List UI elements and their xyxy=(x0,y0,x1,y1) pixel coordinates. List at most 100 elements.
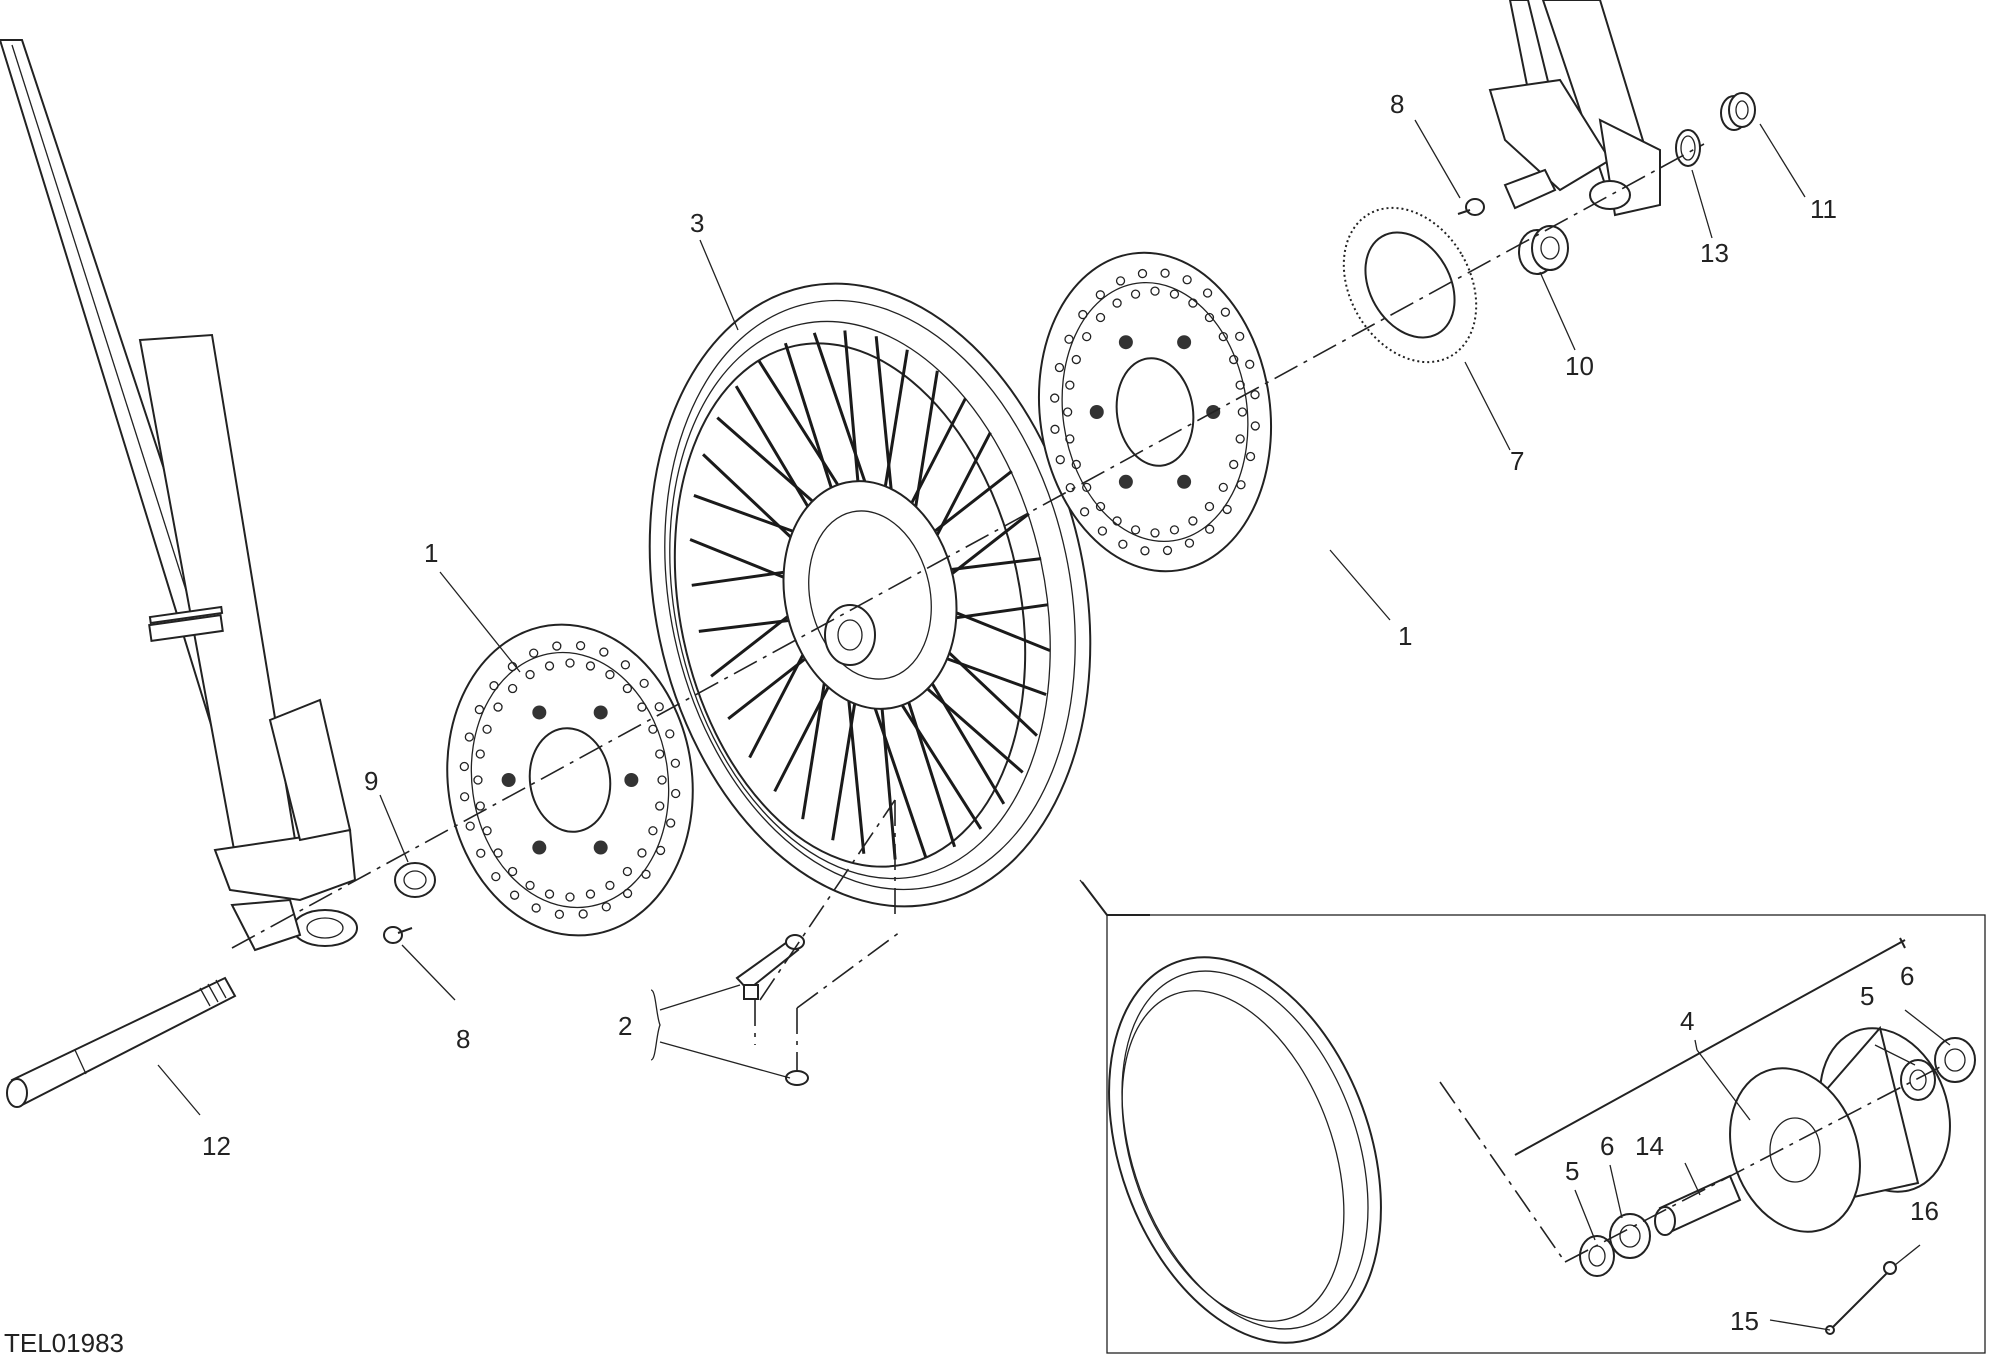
callout-1-left: 1 xyxy=(424,538,438,568)
disc-hole xyxy=(464,732,474,742)
callout-6-right: 6 xyxy=(1900,961,1914,991)
leader-lines xyxy=(157,119,1951,1331)
disc-hole xyxy=(1064,334,1074,344)
disc-hole xyxy=(637,702,647,712)
disc-hole xyxy=(1235,380,1245,390)
callout-11: 11 xyxy=(1810,194,1837,224)
disc-hole xyxy=(622,683,633,694)
disc-bolt xyxy=(624,773,639,787)
disc-hole xyxy=(605,669,615,680)
disc-hole xyxy=(473,775,483,785)
disc-hole xyxy=(1162,545,1173,556)
disc-hole xyxy=(1130,289,1141,299)
disc-hole xyxy=(491,871,501,882)
disc-hole xyxy=(1095,290,1105,300)
disc-hole xyxy=(1137,268,1148,279)
disc-hole xyxy=(641,869,651,879)
disc-hole xyxy=(507,866,518,877)
disc-hole xyxy=(493,848,503,858)
disc-hole xyxy=(1140,546,1150,556)
callout-16: 16 xyxy=(1910,1196,1939,1226)
callout-3: 3 xyxy=(690,208,704,238)
disc-hole xyxy=(475,801,485,811)
disc-hole xyxy=(1250,421,1260,431)
disc-hole xyxy=(666,818,676,828)
disc-hole xyxy=(1095,501,1106,512)
disc-hole xyxy=(493,702,503,712)
brake-disc-right xyxy=(1037,251,1273,573)
seal-right xyxy=(1720,92,1756,131)
disc-bolt xyxy=(593,705,608,720)
disc-hole xyxy=(1118,539,1128,549)
disc-hole xyxy=(637,848,647,858)
callout-5-left: 5 xyxy=(1565,1156,1579,1186)
brake-disc-left xyxy=(446,623,694,937)
disc-hole xyxy=(525,880,535,891)
disc-hole xyxy=(1237,407,1248,417)
disc-hole xyxy=(1071,354,1081,365)
callout-5-right: 5 xyxy=(1860,981,1874,1011)
disc-hole xyxy=(622,866,633,877)
callout-8-right: 8 xyxy=(1390,89,1404,119)
disc-hole xyxy=(1078,309,1088,320)
callout-6-left: 6 xyxy=(1600,1131,1614,1161)
disc-hole xyxy=(476,848,486,858)
disc-hole xyxy=(544,889,555,899)
disc-hole xyxy=(1082,482,1092,493)
disc-hole xyxy=(654,702,664,712)
disc-hole xyxy=(639,678,649,689)
callout-labels: 1 1 2 3 4 5 5 6 6 7 8 8 9 10 11 12 13 14… xyxy=(202,89,1939,1336)
disc-hole xyxy=(1245,359,1255,369)
disc-hole xyxy=(1229,459,1239,470)
disc-hole xyxy=(1220,307,1231,317)
disc-hole xyxy=(1071,459,1081,470)
disc-hole xyxy=(531,903,541,913)
disc-hole xyxy=(1218,331,1228,342)
disc-bolt xyxy=(532,840,547,855)
disc-hole xyxy=(459,761,469,772)
spoked-wheel xyxy=(648,282,1092,908)
disc-hole xyxy=(1079,507,1090,517)
callout-10: 10 xyxy=(1565,351,1594,381)
disc-hole xyxy=(552,641,562,651)
disc-hole xyxy=(475,749,485,759)
callout-15: 15 xyxy=(1730,1306,1759,1336)
disc-hole xyxy=(622,888,633,899)
disc-hole xyxy=(544,661,555,671)
disc-hole xyxy=(605,880,615,891)
disc-hole xyxy=(1229,354,1239,365)
disc-hole xyxy=(1182,275,1192,285)
disc-hole xyxy=(1150,286,1160,296)
disc-hole xyxy=(1082,331,1092,342)
right-fork-leg xyxy=(1488,0,1661,217)
disc-hole xyxy=(601,902,611,912)
disc-bolt xyxy=(501,773,516,787)
disc-hole xyxy=(1188,298,1198,308)
disc-hole xyxy=(525,669,535,680)
disc-hole xyxy=(1115,276,1126,286)
disc-hole xyxy=(575,641,586,651)
callout-12: 12 xyxy=(202,1131,231,1161)
disc-hole xyxy=(1130,525,1141,535)
callout-14: 14 xyxy=(1635,1131,1664,1161)
disc-hole xyxy=(459,792,470,802)
disc-hole xyxy=(1097,526,1108,536)
reference-code: TEL01983 xyxy=(4,1328,124,1358)
disc-hole xyxy=(1050,393,1060,403)
disc-hole xyxy=(565,892,575,902)
disc-hole xyxy=(1095,312,1106,323)
callout-2: 2 xyxy=(618,1011,632,1041)
disc-hole xyxy=(1245,451,1256,462)
abs-tone-ring xyxy=(1342,206,1478,364)
disc-hole xyxy=(648,724,658,734)
disc-hole xyxy=(655,801,665,811)
disc-hole xyxy=(507,683,518,694)
disc-hole xyxy=(1112,516,1122,526)
disc-hole xyxy=(1065,434,1075,444)
nut-axis-2 xyxy=(796,931,901,1009)
disc-hole xyxy=(1218,482,1228,493)
disc-hole xyxy=(1204,501,1215,512)
disc-hole xyxy=(671,788,681,799)
valve-axis xyxy=(759,799,896,1001)
disc-hole xyxy=(482,724,492,734)
